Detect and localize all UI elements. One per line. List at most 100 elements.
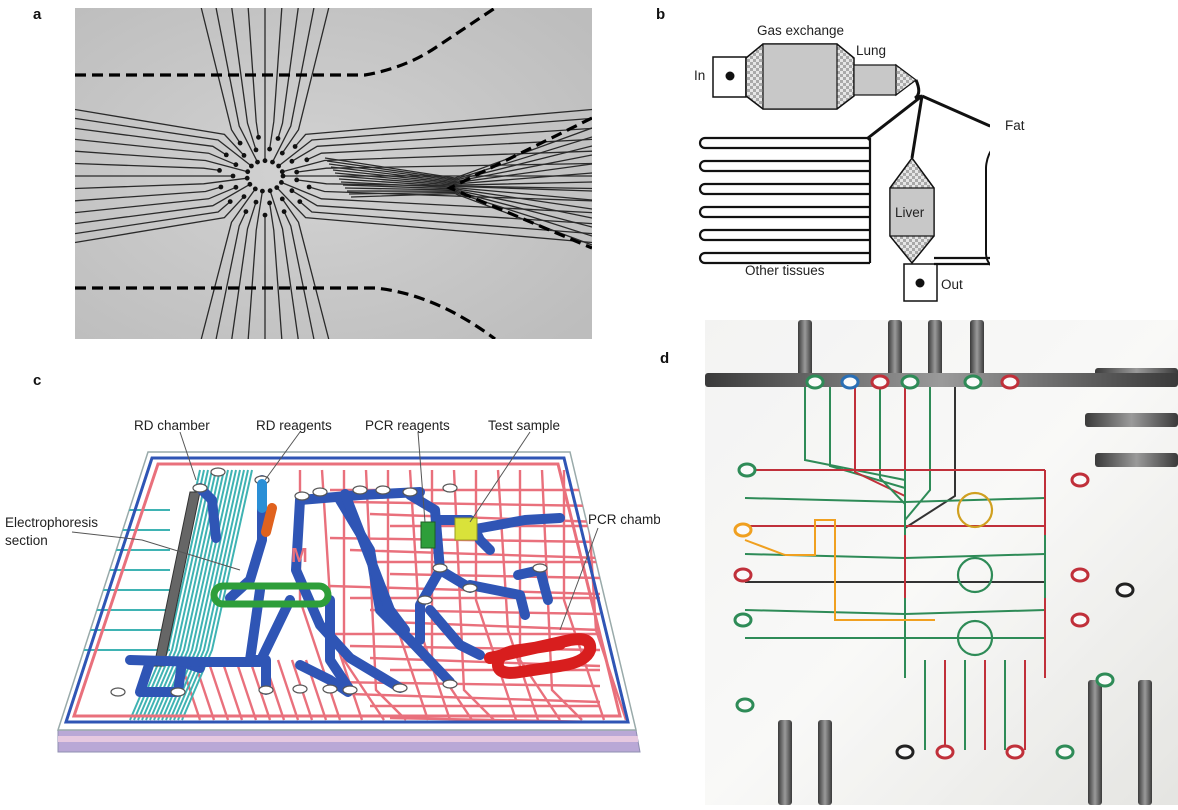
- electrode-array-micrograph: [75, 8, 592, 339]
- fluidic-port: [735, 614, 751, 626]
- lung-label: Lung: [856, 43, 886, 58]
- electrode-pad: [234, 185, 239, 190]
- electrode-pad: [224, 153, 229, 158]
- electrode-pad: [253, 187, 258, 192]
- electrode-pad: [293, 144, 298, 149]
- electrode-pad: [217, 168, 222, 173]
- electrode-pad: [242, 194, 247, 199]
- reservoir: [171, 688, 185, 696]
- liver-label: Liver: [895, 205, 925, 220]
- reservoir: [463, 584, 477, 592]
- electrode-pad: [281, 174, 286, 179]
- gas-exchange-label: Gas exchange: [757, 23, 844, 38]
- electrode-pad: [274, 185, 279, 190]
- connector-pin: [970, 320, 984, 380]
- electrode-pad: [231, 174, 236, 179]
- fluidic-port: [735, 524, 751, 536]
- fat-serpentine: [986, 126, 990, 272]
- fluidic-port: [1057, 746, 1073, 758]
- electrode-pad: [297, 199, 302, 204]
- reservoir: [193, 484, 207, 492]
- reservoir: [443, 680, 457, 688]
- reservoir: [353, 486, 367, 494]
- connector-pin: [798, 320, 812, 380]
- connector-pin: [888, 320, 902, 380]
- rd-reagents-label: RD reagents: [256, 418, 332, 433]
- electrode-pad: [304, 157, 309, 162]
- fluidic-port: [739, 464, 755, 476]
- panel-b-diagram: In Gas exchange Lung: [690, 8, 990, 308]
- electrophoresis-label-line1: Electrophoresis: [5, 515, 98, 530]
- logo-letter: M: [291, 545, 308, 567]
- panel-c-chip: M RD chamber RD reagents PCR reagents Te…: [0, 400, 660, 770]
- connector-pin: [1138, 680, 1152, 805]
- connector-pin: [778, 720, 792, 805]
- connector-pin: [928, 320, 942, 380]
- electrode-pad: [294, 170, 299, 175]
- electrode-pad: [254, 148, 259, 153]
- electrode-pad: [263, 158, 268, 163]
- fluidic-port: [897, 746, 913, 758]
- panel-label-a: a: [33, 6, 41, 23]
- electrode-pad: [307, 185, 312, 190]
- in-label: In: [694, 68, 705, 83]
- electrode-pad: [245, 169, 250, 174]
- connector-pin: [1088, 680, 1102, 805]
- electrode-pad: [282, 209, 287, 214]
- test-sample-yellow: [455, 518, 477, 540]
- fluidic-port: [737, 699, 753, 711]
- fluidic-port: [965, 376, 981, 388]
- electrode-pad: [268, 188, 273, 193]
- pcr-reagent-green: [421, 522, 435, 548]
- reservoir: [111, 688, 125, 696]
- fluidic-port: [842, 376, 858, 388]
- rd-reagent-orange: [266, 508, 272, 532]
- fluidic-port: [1007, 746, 1023, 758]
- reservoir: [293, 685, 307, 693]
- electrode-pad: [245, 176, 250, 181]
- electrode-pad: [244, 209, 249, 214]
- electrode-pad: [290, 188, 295, 193]
- electrode-pad: [260, 189, 265, 194]
- electrode-pad: [294, 178, 299, 183]
- rd-chamber-label: RD chamber: [134, 418, 210, 433]
- electrode-pad: [276, 136, 281, 141]
- electrode-pad: [219, 185, 224, 190]
- fluidic-port: [937, 746, 953, 758]
- other-tissues-label: Other tissues: [745, 263, 825, 278]
- panel-a-micrograph: [75, 8, 592, 339]
- electrode-pad: [228, 199, 233, 204]
- electrode-pad: [256, 135, 261, 140]
- outlet-dot: [916, 279, 925, 288]
- fluidic-port: [1117, 584, 1133, 596]
- electrode-pad: [255, 160, 260, 165]
- pcr-chamber-label: PCR chamber: [588, 512, 660, 527]
- reservoir: [533, 564, 547, 572]
- reservoir: [211, 468, 225, 476]
- electrophoresis-label-line2: section: [5, 533, 48, 548]
- electrode-pad: [290, 159, 295, 164]
- electrode-pad: [248, 182, 253, 187]
- electrode-pad: [234, 162, 239, 167]
- reservoir: [433, 564, 447, 572]
- fluidic-port: [735, 569, 751, 581]
- electrode-pad: [238, 141, 243, 146]
- electrode-pad: [263, 213, 268, 218]
- fluidic-port: [902, 376, 918, 388]
- electrode-pad: [279, 180, 284, 185]
- electrode-pad: [280, 151, 285, 156]
- reservoir: [403, 488, 417, 496]
- fluidic-port: [1072, 569, 1088, 581]
- lung-chamber: [854, 65, 896, 95]
- reservoir: [418, 596, 432, 604]
- reservoir: [323, 685, 337, 693]
- fluidic-port: [807, 376, 823, 388]
- electrode-pad: [280, 169, 285, 174]
- other-tissues-channels: [700, 138, 870, 263]
- panel-label-b: b: [656, 6, 665, 23]
- reservoir: [376, 486, 390, 494]
- electrode-pad: [267, 201, 272, 206]
- electrode-pad: [267, 147, 272, 152]
- test-sample-label: Test sample: [488, 418, 560, 433]
- electrode-pad: [249, 164, 254, 169]
